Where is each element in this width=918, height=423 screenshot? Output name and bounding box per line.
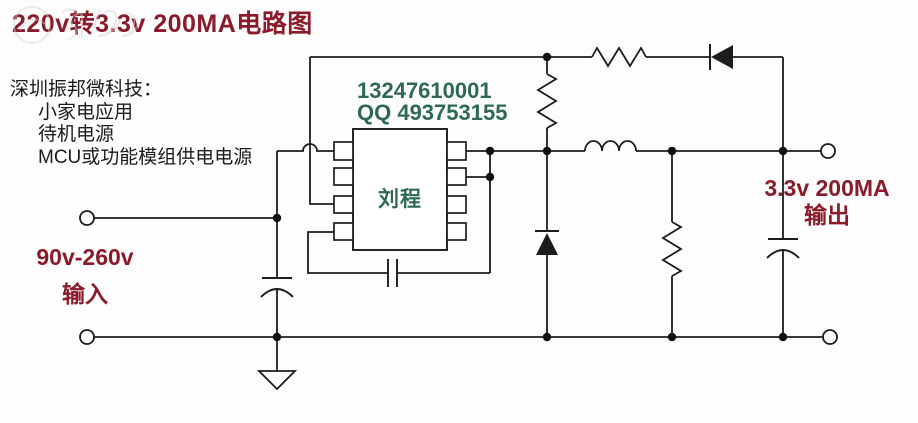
ic-8pin bbox=[333, 128, 467, 251]
ic-pin-left-2 bbox=[333, 167, 354, 186]
input-caption: 输入 bbox=[62, 281, 108, 307]
startup-resistor bbox=[536, 73, 558, 129]
wire-top-to-pin3 bbox=[309, 57, 334, 205]
diodes bbox=[535, 44, 733, 255]
rectifier-diode bbox=[709, 44, 733, 70]
freewheel-diode bbox=[535, 230, 559, 255]
output-rating: 3.3v 200MA bbox=[764, 175, 890, 201]
contact-qq: QQ 493753155 bbox=[357, 100, 508, 125]
input-voltage-range: 90v-260v bbox=[36, 244, 134, 270]
bypass-capacitor bbox=[387, 259, 398, 287]
input-terminal-bottom bbox=[79, 329, 95, 345]
ic-pin-right-4 bbox=[446, 222, 467, 241]
ic-pin-right-2 bbox=[446, 167, 467, 186]
application-item: MCU或功能模组供电电源 bbox=[38, 146, 253, 168]
ground-symbol bbox=[256, 370, 298, 391]
wire-bypass-loop bbox=[307, 151, 491, 274]
feedback-resistor-top bbox=[591, 46, 647, 68]
ic-pins bbox=[333, 141, 467, 241]
application-item: 待机电源 bbox=[38, 124, 115, 145]
contact-phone: 13247610001 bbox=[357, 78, 492, 103]
output-capacitor bbox=[766, 238, 800, 259]
ic-pin-left-4 bbox=[333, 222, 354, 241]
ic-body bbox=[352, 128, 448, 251]
input-capacitor bbox=[260, 277, 294, 298]
resistors bbox=[536, 46, 683, 277]
page-title: 220v转3.3v 200MA电路图 bbox=[12, 10, 313, 38]
company-name: 深圳振邦微科技： bbox=[10, 79, 163, 100]
ic-pin-left-1 bbox=[333, 141, 354, 161]
application-item: 小家电应用 bbox=[38, 101, 134, 123]
terminals bbox=[79, 143, 838, 345]
ic-label: 刘程 bbox=[378, 188, 422, 211]
output-caption: 输出 bbox=[804, 202, 850, 228]
ic-pin-left-3 bbox=[333, 195, 354, 214]
load-resistor bbox=[661, 221, 683, 277]
output-label: 3.3v 200MA 输出 bbox=[752, 175, 902, 229]
input-terminal-top bbox=[79, 210, 95, 226]
ic-pin-right-3 bbox=[446, 195, 467, 214]
ic-pin-right-1 bbox=[446, 141, 467, 161]
company-info: 深圳振邦微科技： 小家电应用 待机电源 MCU或功能模组供电电源 bbox=[10, 79, 252, 169]
output-terminal-bottom bbox=[822, 329, 838, 345]
input-label: 90v-260v 输入 bbox=[18, 239, 152, 313]
capacitors bbox=[260, 238, 800, 298]
output-terminal-top bbox=[820, 143, 836, 159]
wire-hop bbox=[277, 143, 334, 152]
junction-dots bbox=[272, 52, 788, 342]
contact-info: 13247610001 QQ 493753155 bbox=[357, 80, 507, 124]
inductor bbox=[584, 140, 637, 152]
